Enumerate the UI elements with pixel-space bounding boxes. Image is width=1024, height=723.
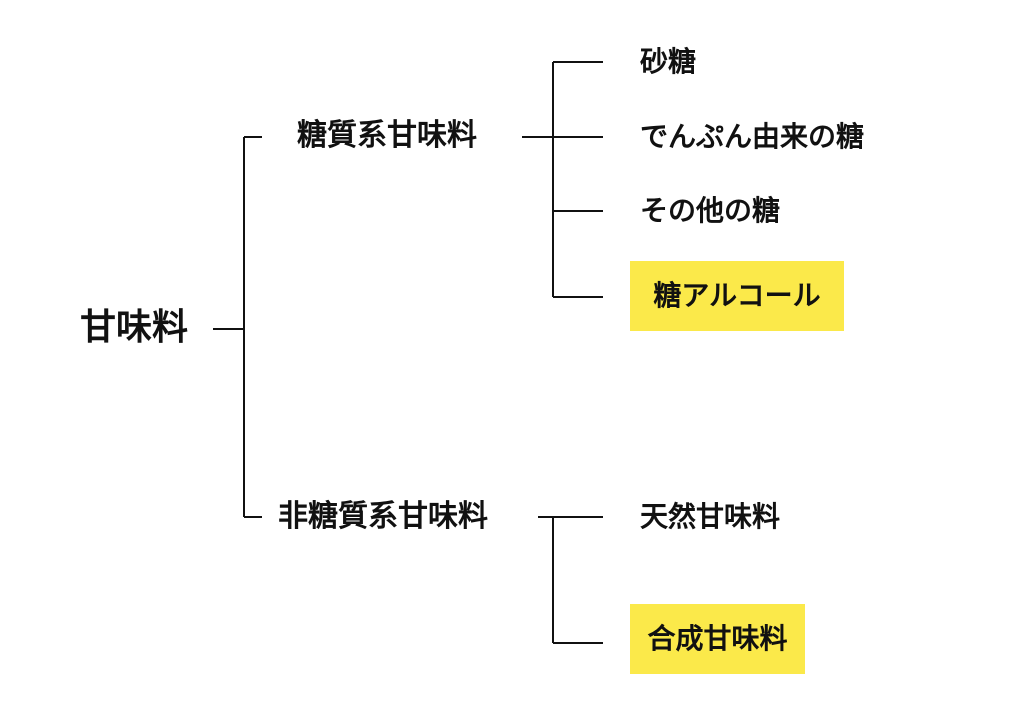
leaf-synthetic-sweetener-label: 合成甘味料 <box>647 622 788 655</box>
root-label: 甘味料 <box>80 307 189 348</box>
leaf-other-sugars: その他の糖 <box>640 194 781 227</box>
leaf-starch-derived-sugar: でんぷん由来の糖 <box>640 120 865 153</box>
leaf-synthetic-sweetener: 合成甘味料 <box>630 604 805 674</box>
leaf-natural-sweetener: 天然甘味料 <box>640 500 781 533</box>
leaf-sugar: 砂糖 <box>640 45 697 78</box>
group-label-non-sugar: 非糖質系甘味料 <box>278 499 488 534</box>
leaf-sugar-alcohol: 糖アルコール <box>630 261 844 331</box>
group-label-sugar-based: 糖質系甘味料 <box>297 118 477 153</box>
leaf-sugar-alcohol-label: 糖アルコール <box>653 279 821 312</box>
